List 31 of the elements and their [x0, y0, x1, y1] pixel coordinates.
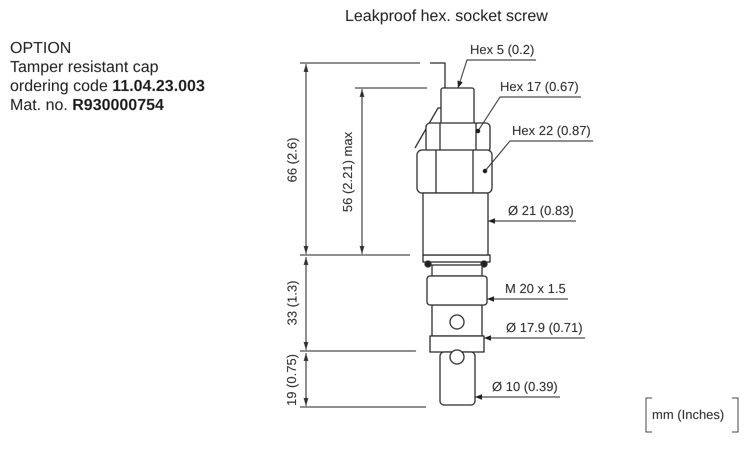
leader-line — [474, 394, 560, 400]
leader-line — [488, 218, 576, 224]
option-text: Mat. no. R930000754 — [10, 97, 164, 115]
leader-line — [457, 60, 536, 88]
callout-label: Ø 21 (0.83) — [508, 203, 574, 219]
callout-label: Hex 5 (0.2) — [470, 42, 534, 58]
threaded-section — [426, 275, 488, 306]
hex-socket-pin — [440, 87, 475, 125]
leader-line — [482, 140, 594, 174]
callout-label: M 20 x 1.5 — [505, 281, 566, 297]
drawing-title: Leakproof hex. socket screw — [345, 7, 548, 27]
cylindrical-body — [422, 192, 489, 256]
option-heading: OPTION — [10, 40, 72, 58]
pin-stem — [439, 349, 476, 406]
leader-line — [476, 96, 582, 134]
dimension-label: 66 (2.6) — [284, 138, 300, 182]
option-text: ordering code 11.04.23.003 — [10, 78, 205, 96]
callout-label: Ø 17.9 (0.71) — [506, 320, 583, 336]
option-text: Tamper resistant cap — [10, 59, 159, 77]
collar-ring — [429, 335, 485, 353]
hex-nut — [416, 149, 493, 194]
callout-label: Ø 10 (0.39) — [492, 379, 558, 395]
hex-nut — [425, 122, 491, 153]
unit-label: mm (Inches) — [652, 407, 724, 423]
callout-label: Hex 22 (0.87) — [512, 123, 591, 139]
leader-line — [486, 296, 568, 302]
callout-label: Hex 17 (0.67) — [500, 79, 579, 95]
dimension-label: 19 (0.75) — [284, 354, 300, 406]
dimension-label: 56 (2.21) max — [340, 132, 356, 212]
dimension-label: 33 (1.3) — [284, 280, 300, 326]
leader-line — [484, 335, 586, 341]
